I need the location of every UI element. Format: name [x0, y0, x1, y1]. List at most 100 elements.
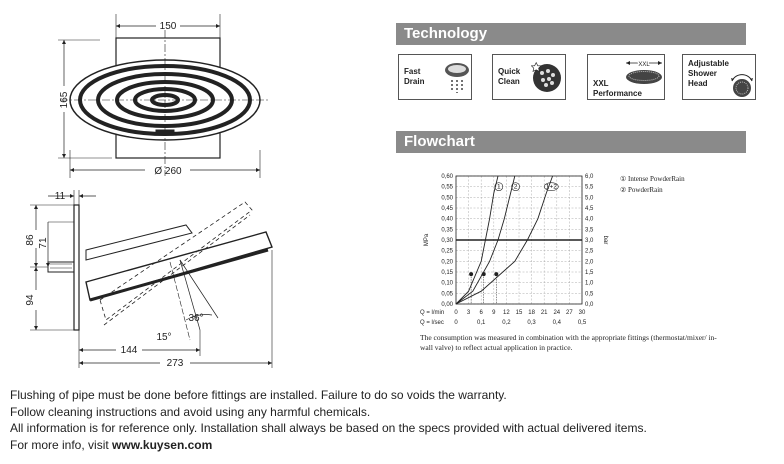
feature-line: Head: [688, 79, 708, 88]
feature-line: Drain: [404, 77, 425, 86]
x-tick-label-lmin: 24: [553, 310, 560, 316]
dim-144: 144: [121, 345, 138, 356]
y-right-tick-label: 4,5: [585, 206, 594, 212]
top-view: [58, 14, 270, 178]
y-right-tick-label: 1,0: [585, 281, 594, 287]
dim-273: 273: [167, 358, 184, 369]
y-axis-label-left: MPa: [424, 233, 430, 246]
y-left-tick-label: 0,55: [441, 185, 453, 191]
feature-line: Shower: [688, 69, 717, 78]
dim-260: Ø 260: [154, 166, 182, 177]
quick-clean-icon: [531, 61, 561, 92]
y-left-tick-label: 0,30: [441, 238, 453, 244]
dim-15deg: 15°: [156, 332, 171, 343]
curve-label-circle: [544, 182, 559, 191]
x-tick-label-lmin: 0: [454, 310, 458, 316]
y-right-tick-label: 5,5: [585, 185, 594, 191]
y-left-tick-label: 0,25: [441, 249, 453, 255]
curve-label-circle: [494, 182, 504, 191]
y-left-tick-label: 0,50: [441, 195, 453, 201]
y-left-tick-label: 0,40: [441, 217, 453, 223]
x-axis-label-lmin: Q = l/min: [420, 310, 444, 316]
curve-label-circle: [511, 182, 520, 191]
dim-165: 165: [59, 91, 70, 108]
dim-71: 71: [38, 237, 49, 249]
curve-label: 2: [514, 184, 518, 191]
xxl-icon: XXL: [626, 61, 662, 84]
footer-line-1: Flushing of pipe must be done before fit…: [10, 388, 507, 402]
technology-header: Technology: [396, 23, 746, 45]
footer-line-3: All information is for reference only. I…: [10, 421, 647, 435]
curve-label: 1+2: [546, 184, 557, 191]
feature-line: XXL: [593, 79, 609, 88]
fast-drain-icon: [445, 63, 469, 93]
x-tick-label-lsec: 0,2: [502, 320, 511, 326]
x-tick-label-lmin: 3: [467, 310, 471, 316]
y-left-tick-label: 0,35: [441, 227, 453, 233]
legend-item-1: ① Intense PowderRain: [620, 175, 685, 183]
dim-36deg: 36°: [188, 313, 203, 324]
series-line-1: [455, 175, 516, 305]
series-line-2: [455, 175, 554, 305]
website-link[interactable]: www.kuysen.com: [112, 437, 213, 452]
xxl-badge: XXL: [638, 62, 650, 68]
x-tick-label-lsec: 0,1: [477, 320, 486, 326]
y-left-tick-label: 0,45: [441, 206, 453, 212]
y-right-tick-label: 3,0: [585, 238, 594, 244]
x-axis-label-lsec: Q = l/sec: [420, 320, 444, 326]
footer-line-4-prefix: For more info, visit: [10, 437, 113, 452]
y-left-tick-label: 0,00: [441, 302, 453, 308]
footer-notes: Flushing of pipe must be done before fit…: [10, 387, 647, 453]
y-left-tick-label: 0,20: [441, 259, 453, 265]
y-axis-label-right: bar: [602, 236, 608, 245]
x-tick-label-lmin: 27: [566, 310, 573, 316]
y-right-tick-label: 1,5: [585, 270, 594, 276]
flowchart-header: Flowchart: [396, 131, 746, 153]
feature-line: Adjustable: [688, 59, 729, 68]
dim-94: 94: [25, 294, 36, 306]
x-tick-label-lmin: 6: [480, 310, 484, 316]
y-right-tick-label: 3,5: [585, 227, 594, 233]
y-left-tick-label: 0,60: [441, 174, 453, 180]
x-tick-label-lsec: 0,4: [553, 320, 562, 326]
x-tick-label-lsec: 0,3: [527, 320, 536, 326]
technology-title: Technology: [404, 25, 488, 42]
feature-line: Clean: [498, 77, 520, 86]
dim-11: 11: [55, 191, 66, 202]
x-tick-label-lsec: 0: [454, 320, 458, 326]
flowchart-note: The consumption was measured in combinat…: [420, 333, 717, 352]
y-right-tick-label: 4,0: [585, 217, 594, 223]
dim-150: 150: [160, 21, 177, 32]
y-right-tick-label: 6,0: [585, 174, 594, 180]
y-left-tick-label: 0,10: [441, 281, 453, 287]
curve-label: 1: [497, 184, 501, 191]
adjustable-head-icon: [731, 74, 753, 97]
feature-line: Performance: [593, 89, 642, 98]
x-tick-label-lsec: 0,5: [578, 320, 587, 326]
y-right-tick-label: 2,0: [585, 259, 594, 265]
flowchart-title: Flowchart: [404, 133, 475, 150]
feature-line: Quick: [498, 67, 521, 76]
series-line-0: [455, 175, 499, 305]
y-right-tick-label: 0,5: [585, 291, 594, 297]
y-right-tick-label: 5,0: [585, 195, 594, 201]
y-left-tick-label: 0,15: [441, 270, 453, 276]
legend-item-2: ② PowderRain: [620, 186, 663, 194]
footer-line-4: For more info, visit www.kuysen.com: [10, 437, 647, 454]
x-tick-label-lmin: 15: [516, 310, 523, 316]
x-tick-label-lmin: 18: [528, 310, 535, 316]
y-right-tick-label: 0,0: [585, 302, 594, 308]
feature-line: Fast: [404, 67, 421, 76]
dim-86: 86: [25, 234, 36, 246]
x-tick-label-lmin: 12: [503, 310, 510, 316]
